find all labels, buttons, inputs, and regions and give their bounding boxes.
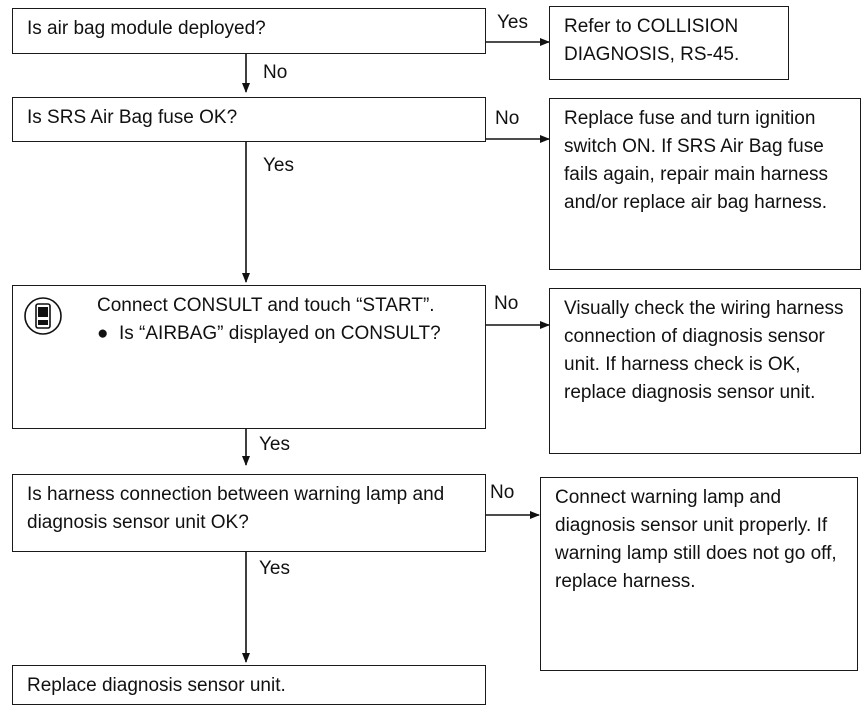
bullet-question: ● Is “AIRBAG” displayed on CONSULT? — [97, 320, 471, 348]
consult-icon — [23, 296, 63, 336]
no-label: No — [495, 108, 520, 129]
yes-label: Yes — [263, 155, 294, 176]
instruction-text: Connect CONSULT and touch “START”. — [97, 295, 435, 316]
question-text: Is harness connection between warning la… — [27, 484, 445, 533]
action-text: Visually check the wiring harness connec… — [564, 298, 844, 403]
bullet-icon: ● — [97, 323, 109, 344]
no-label: No — [263, 62, 288, 83]
question-box-2: Is SRS Air Bag fuse OK? — [12, 97, 486, 142]
action-text: Refer to COLLISION DIAGNOSIS, RS-45. — [564, 16, 740, 65]
yes-label: Yes — [497, 12, 528, 33]
action-box-2: Replace fuse and turn ignition switch ON… — [549, 98, 861, 270]
question-box-4: Is harness connection between warning la… — [12, 474, 486, 552]
final-text: Replace diagnosis sensor unit. — [27, 675, 286, 696]
question-text: Is air bag module deployed? — [27, 18, 266, 39]
action-box-1: Refer to COLLISION DIAGNOSIS, RS-45. — [549, 6, 789, 80]
no-label: No — [490, 482, 515, 503]
no-label: No — [494, 293, 519, 314]
yes-label: Yes — [259, 558, 290, 579]
final-box: Replace diagnosis sensor unit. — [12, 665, 486, 705]
action-text: Replace fuse and turn ignition switch ON… — [564, 108, 829, 213]
yes-label: Yes — [259, 434, 290, 455]
question-text: Is “AIRBAG” displayed on CONSULT? — [119, 323, 441, 344]
question-box-1: Is air bag module deployed? — [12, 8, 486, 54]
question-box-3: Connect CONSULT and touch “START”. ● Is … — [12, 285, 486, 429]
action-box-4: Connect warning lamp and diagnosis senso… — [540, 477, 858, 671]
action-box-3: Visually check the wiring harness connec… — [549, 288, 861, 454]
action-text: Connect warning lamp and diagnosis senso… — [555, 487, 837, 592]
question-text: Is SRS Air Bag fuse OK? — [27, 107, 238, 128]
